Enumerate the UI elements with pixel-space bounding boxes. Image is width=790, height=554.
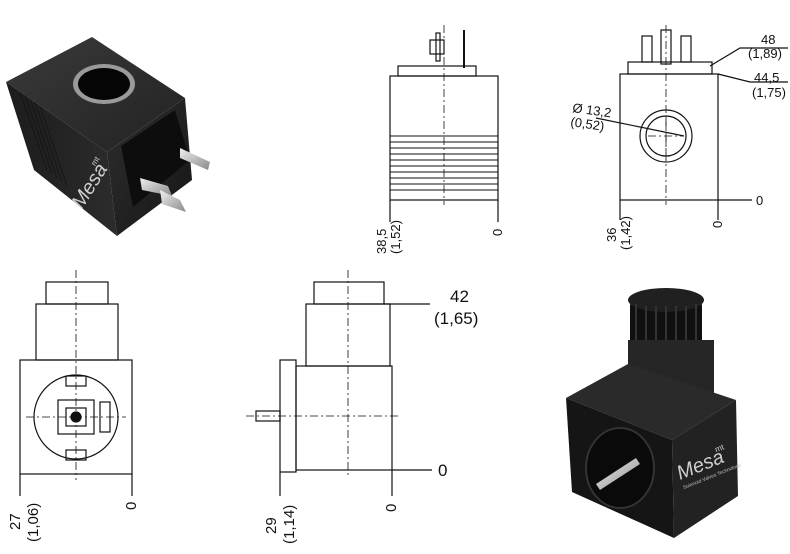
bottom-side-view: [246, 270, 432, 496]
top-side-dim-top-in: (1,89): [748, 46, 782, 61]
coil-photo: Mesa mt: [6, 37, 210, 236]
top-side-dim-diameter-mm: Ø 13,2: [572, 100, 613, 120]
top-front-dim-left-mm: 38,5: [374, 229, 389, 254]
top-side-view: [595, 25, 788, 220]
top-front-dim-right: 0: [490, 229, 505, 236]
bottom-front-dim-right: 0: [123, 502, 140, 510]
top-side-dim-bottom-zero: 0: [710, 221, 725, 228]
bottom-front-dim-left-in: (1,06): [25, 503, 42, 542]
top-side-dim-top-mm: 48: [761, 32, 775, 47]
top-side-dim-mid-mm: 44,5: [754, 70, 779, 85]
top-front-view: [389, 25, 499, 222]
top-side-dim-mid-in: (1,75): [752, 85, 786, 100]
bottom-side-dim-zero-right: 0: [438, 461, 447, 480]
top-side-dim-bottom-left-mm: 36: [604, 228, 619, 242]
top-side-dim-bottom-left-in: (1,42): [618, 216, 633, 250]
svg-text:mt: mt: [714, 442, 726, 454]
bottom-front-view: [19, 270, 133, 496]
bottom-side-dim-top-in: (1,65): [434, 309, 478, 328]
top-front-dim-left-in: (1,52): [388, 220, 403, 254]
bottom-front-dim-left-mm: 27: [7, 513, 24, 530]
bottom-side-dim-top-mm: 42: [450, 287, 469, 306]
bottom-side-dim-left-mm: 29: [263, 517, 280, 534]
top-side-dim-diameter-in: (0,52): [570, 114, 606, 134]
connector-photo: Mesa mt Solenoid Valves Technology: [566, 288, 743, 538]
bottom-side-dim-bottom-zero: 0: [383, 504, 400, 512]
top-side-dim-zero-right: 0: [756, 193, 763, 208]
bottom-side-dim-left-in: (1,14): [281, 505, 298, 544]
